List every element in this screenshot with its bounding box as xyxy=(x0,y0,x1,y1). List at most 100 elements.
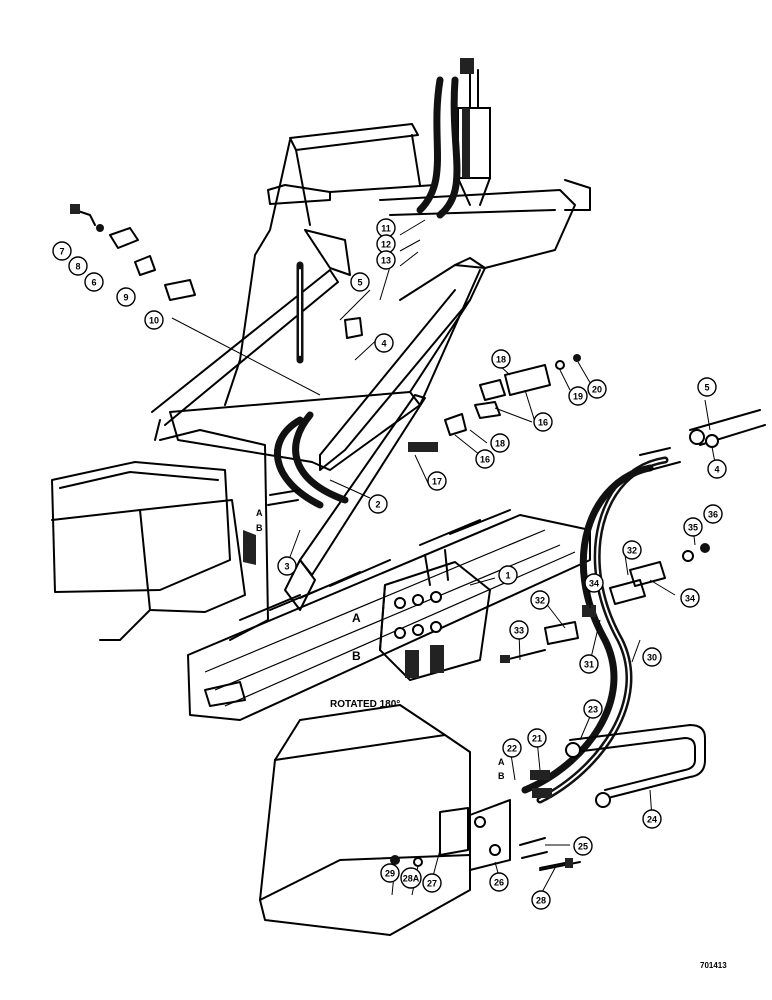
callout-circle xyxy=(573,836,593,856)
callout-circle xyxy=(52,241,72,261)
callout-circle xyxy=(680,588,700,608)
callout-label: 28A xyxy=(403,874,420,884)
callout-circle xyxy=(376,250,396,270)
callout-33: 33 xyxy=(509,620,529,640)
callout-label: 6 xyxy=(91,278,96,288)
callout-label: 30 xyxy=(647,653,657,663)
lift-cylinder xyxy=(457,58,491,206)
callout-label: 35 xyxy=(688,523,698,533)
boom-hoses xyxy=(267,76,461,509)
callout-30: 30 xyxy=(642,647,662,667)
callout-label: 25 xyxy=(578,842,588,852)
callout-7: 7 xyxy=(52,241,72,261)
callout-21: 21 xyxy=(527,728,547,748)
callout-label: 34 xyxy=(685,594,695,604)
callout-circle xyxy=(350,272,370,292)
callout-circle xyxy=(642,647,662,667)
callout-circle xyxy=(68,256,88,276)
callout-8: 8 xyxy=(68,256,88,276)
callout-label: 16 xyxy=(538,418,548,428)
callout-circle xyxy=(587,379,607,399)
rotated-caption: ROTATED 180° xyxy=(330,699,400,710)
callout-1: 1 xyxy=(498,565,518,585)
callout-label: 10 xyxy=(149,316,159,326)
callout-circle xyxy=(277,556,297,576)
loader-boom xyxy=(151,123,591,611)
callout-4: 4 xyxy=(707,459,727,479)
callout-circle xyxy=(531,890,551,910)
callout-circle xyxy=(579,654,599,674)
callout-label: 27 xyxy=(427,879,437,889)
callout-19: 19 xyxy=(568,386,588,406)
callout-label: 26 xyxy=(494,878,504,888)
callout-6: 6 xyxy=(84,272,104,292)
callout-label: 4 xyxy=(714,465,719,475)
callout-20: 20 xyxy=(587,379,607,399)
callout-29: 29 xyxy=(380,863,400,883)
callout-24: 24 xyxy=(642,809,662,829)
callout-3: 3 xyxy=(277,556,297,576)
callout-label: 32 xyxy=(627,546,637,556)
callout-label: 12 xyxy=(381,240,391,250)
callout-circle xyxy=(475,449,495,469)
callout-circle xyxy=(422,873,442,893)
callout-label: 32 xyxy=(535,596,545,606)
callout-2: 2 xyxy=(368,494,388,514)
callout-circle xyxy=(707,459,727,479)
exploded-parts xyxy=(70,204,710,869)
callout-circle xyxy=(144,310,164,330)
callout-circle xyxy=(703,504,723,524)
callout-9: 9 xyxy=(116,287,136,307)
callout-group: 1234567891011121316161718181920212223242… xyxy=(52,218,727,910)
callout-circle xyxy=(498,565,518,585)
callout-18: 18 xyxy=(491,349,511,369)
callout-circle xyxy=(374,333,394,353)
crawler-track xyxy=(187,509,591,721)
callout-23: 23 xyxy=(583,699,603,719)
callout-circle xyxy=(400,867,422,889)
callout-circle xyxy=(697,377,717,397)
callout-27: 27 xyxy=(422,873,442,893)
callout-label: 5 xyxy=(357,278,362,288)
callout-circle xyxy=(84,272,104,292)
callout-label: 36 xyxy=(708,510,718,520)
valve-port-a: A xyxy=(352,611,361,625)
callout-circle xyxy=(527,728,547,748)
callout-5: 5 xyxy=(350,272,370,292)
callout-label: 34 xyxy=(589,579,599,589)
callout-circle xyxy=(509,620,529,640)
callout-circle xyxy=(584,573,604,593)
tractor-body xyxy=(51,429,269,641)
callout-label: 7 xyxy=(59,247,64,257)
callout-34: 34 xyxy=(680,588,700,608)
callout-label: 13 xyxy=(381,256,391,266)
aux-port-a: A xyxy=(498,757,505,767)
callout-label: 4 xyxy=(381,339,386,349)
callout-label: 20 xyxy=(592,385,602,395)
callout-circle xyxy=(568,386,588,406)
callout-label: 28 xyxy=(536,896,546,906)
callout-label: 11 xyxy=(381,224,391,234)
callout-label: 1 xyxy=(505,571,510,581)
callout-label: 29 xyxy=(385,869,395,879)
callout-16: 16 xyxy=(533,412,553,432)
callout-circle xyxy=(490,433,510,453)
callout-25: 25 xyxy=(573,836,593,856)
aux-port-b: B xyxy=(498,771,505,781)
control-valve xyxy=(379,549,491,681)
callout-28: 28 xyxy=(531,890,551,910)
callout-32: 32 xyxy=(530,590,550,610)
callout-circle xyxy=(380,863,400,883)
callout-circle xyxy=(642,809,662,829)
block-port-b: B xyxy=(256,523,263,533)
callout-circle xyxy=(530,590,550,610)
figure-number: 701413 xyxy=(700,961,727,970)
callout-label: 33 xyxy=(514,626,524,636)
callout-22: 22 xyxy=(502,738,522,758)
callout-label: 8 xyxy=(75,262,80,272)
callout-label: 21 xyxy=(532,734,542,744)
callout-circle xyxy=(368,494,388,514)
callout-circle xyxy=(116,287,136,307)
callout-label: 17 xyxy=(432,477,442,487)
callout-circle xyxy=(533,412,553,432)
